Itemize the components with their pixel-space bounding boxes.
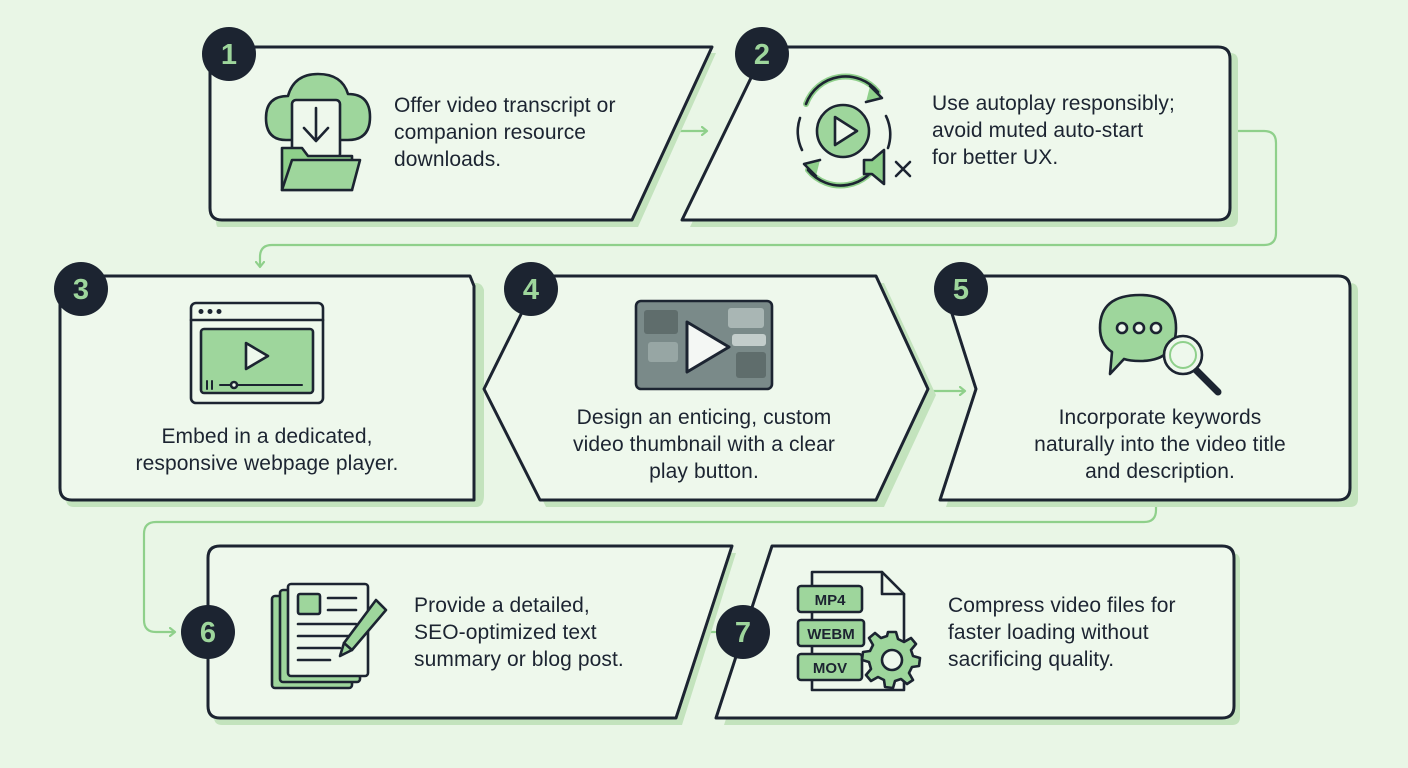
connector-2-3 [260,129,1278,266]
document-pencil-icon [270,582,388,690]
step-badge-3: 3 [54,262,108,316]
step-6-text: Provide a detailed, SEO-optimized text s… [414,592,694,673]
video-formats-gear-icon [796,570,922,692]
step-3-line-2: responsive webpage player. [135,452,399,475]
svg-text:4: 4 [523,274,539,306]
step-badge-4: 4 [504,262,558,316]
step-4-line-2: video thumbnail with a clear [573,433,835,456]
step-badge-5: 5 [934,262,988,316]
connector-5-6 [142,502,1158,632]
format-tag-mov [796,652,864,682]
step-badge-6: 6 [181,605,235,659]
format-labels: MP4 WEBM MOV [807,592,855,677]
cloud-download-folder-icon [264,72,372,192]
step-badges: 1 2 3 4 5 6 7 [54,27,988,659]
step-5-line-3: and description. [1085,460,1235,483]
format-tag-webm [796,618,866,648]
step-2-text: Use autoplay responsibly; avoid muted au… [932,90,1222,171]
step-3-text: Embed in a dedicated, responsive webpage… [92,423,442,477]
step-1-line-3: downloads. [394,148,502,171]
svg-text:1: 1 [221,39,237,71]
step-badge-7: 7 [716,605,770,659]
step-badge-1: 1 [202,27,256,81]
step-3-line-1: Embed in a dedicated, [161,425,373,448]
gear-icon [860,630,922,690]
step-badge-2: 2 [735,27,789,81]
step-4-line-3: play button. [649,460,759,483]
step-4-line-1: Design an enticing, custom [576,406,832,429]
svg-text:6: 6 [200,617,216,649]
svg-text:3: 3 [73,274,89,306]
svg-text:5: 5 [953,274,969,306]
step-5-line-1: Incorporate keywords [1058,406,1262,429]
step-5-text: Incorporate keywords naturally into the … [990,404,1330,485]
step-1-text: Offer video transcript or companion reso… [394,92,684,173]
svg-text:7: 7 [735,617,751,649]
format-label-mov: MOV [813,660,847,677]
chat-search-icon [1098,293,1222,396]
format-label-mp4: MP4 [815,592,847,609]
step-6-line-3: summary or blog post. [414,648,624,671]
card-5 [938,274,1352,502]
step-1-line-2: companion resource [394,121,587,144]
step-2-line-3: for better UX. [932,146,1059,169]
step-7-text: Compress video files for faster loading … [948,592,1228,673]
step-7-line-2: faster loading without [948,621,1149,644]
autoplay-muted-icon [796,73,912,189]
step-6-line-1: Provide a detailed, [414,594,590,617]
format-label-webm: WEBM [807,626,855,643]
step-7-line-3: sacrificing quality. [948,648,1115,671]
step-7-line-1: Compress video files for [948,594,1176,617]
step-1-line-1: Offer video transcript or [394,94,616,117]
embedded-player-icon [189,301,325,405]
step-5-line-2: naturally into the video title [1034,433,1286,456]
format-tag-mp4 [796,584,864,614]
step-4-text: Design an enticing, custom video thumbna… [534,404,874,485]
step-2-line-1: Use autoplay responsibly; [932,92,1175,115]
video-thumbnail-icon [634,299,774,391]
step-6-line-2: SEO-optimized text [414,621,597,644]
step-2-line-2: avoid muted auto-start [932,119,1144,142]
svg-text:2: 2 [754,39,770,71]
